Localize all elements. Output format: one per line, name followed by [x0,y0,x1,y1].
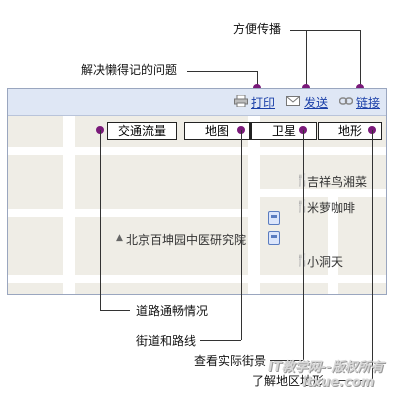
road-vertical-mid [248,115,260,294]
link-link[interactable]: 链接 [356,96,381,110]
annotation-terrain: 了解地区地形 [252,374,325,388]
annotation-streets-line-h [200,340,241,341]
map-type-map-button[interactable]: 地图 [184,122,251,140]
terrain-button[interactable]: 地形 [318,122,382,140]
map-toolbar: 打印 发送 链接 [8,89,386,116]
bus-stop-icon[interactable] [268,211,280,225]
road-vertical-right [328,189,338,294]
place-marker-icon: ▲ [116,233,123,243]
road-horizontal-mid [8,209,253,217]
poi-label[interactable]: 北京百坤园中医研究院 [126,233,247,247]
annotation-lazy-line-h [187,71,257,72]
annotation-share-line-v1 [306,30,307,86]
poi-label[interactable]: 吉祥鸟湘菜 [307,175,368,189]
annotation-street-view: 查看实际街景 [194,354,267,368]
print-link[interactable]: 打印 [251,96,276,110]
restaurant-icon: 🍴 [295,199,310,213]
annotation-share: 方便传播 [233,22,282,36]
annotation-share-line-v2 [360,30,361,86]
satellite-button[interactable]: 卫星 [251,122,317,140]
bus-stop-icon[interactable] [268,231,280,245]
annotation-lazy: 解决懒得记的问题 [81,63,178,77]
mail-icon[interactable] [286,96,300,106]
road-horizontal-right [258,189,386,197]
restaurant-icon: 🍴 [295,253,310,267]
poi-label[interactable]: 小洞天 [307,255,344,269]
road-horizontal-top [8,147,386,155]
annotation-traffic-line-h [100,310,130,311]
watermark-line1: IT教学网--版权所有 [268,360,384,375]
annotation-lazy-line-v [257,71,258,86]
annotation-terrain-line-v [372,130,373,380]
send-link[interactable]: 发送 [304,96,329,110]
chain-link-icon[interactable] [339,97,353,105]
road-horizontal-bottom [8,275,386,283]
watermark-line2: itxue.com [302,375,375,390]
traffic-button[interactable]: 交通流量 [107,122,177,140]
annotation-streets: 街道和路线 [136,334,197,348]
road-vertical-left [63,115,75,294]
annotation-terrain-line-h [332,380,372,381]
annotation-traffic: 道路通畅情况 [136,304,209,318]
print-icon[interactable] [234,95,248,107]
annotation-share-line-h [290,30,361,31]
annotation-street-view-line-v [303,130,304,360]
map-widget[interactable]: 打印 发送 链接 交通流量 地图 卫星 地形 🍴 吉祥鸟湘菜 🍴 米萝咖啡 🍴 … [7,88,387,295]
poi-label[interactable]: 米萝咖啡 [307,201,356,215]
annotation-street-view-line-h [270,360,303,361]
annotation-streets-line-v [241,130,242,340]
watermark-sub: itxue.com [302,375,374,390]
annotation-traffic-line-v [100,130,101,310]
restaurant-icon: 🍴 [295,173,310,187]
watermark: IT教学网--版权所有 [268,356,384,375]
